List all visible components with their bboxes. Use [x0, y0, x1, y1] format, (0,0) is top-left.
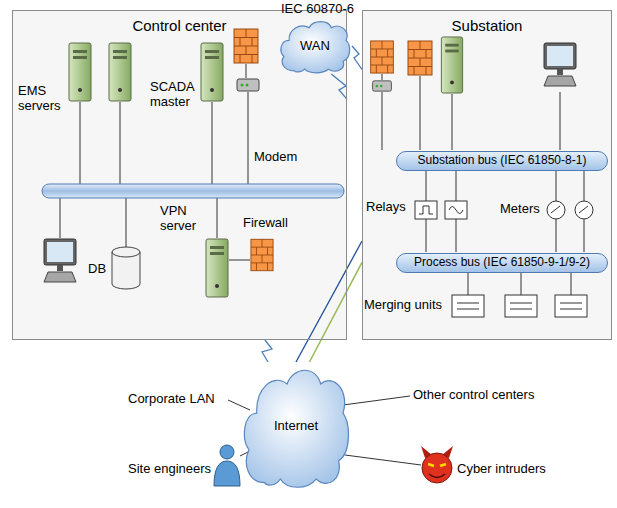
merging-unit-icons: [555, 295, 587, 317]
control-bus-pipe: [42, 184, 344, 198]
relay-icons: [449, 207, 463, 214]
intruder-icon: [422, 453, 452, 483]
database-icon: [112, 247, 140, 289]
merging-unit-icons: [452, 295, 587, 317]
annotation-label: Other control centers: [413, 388, 534, 403]
merging-unit-icons: [452, 295, 484, 317]
relay-icons: [445, 201, 467, 219]
firewall-icons: [251, 239, 273, 270]
link-line: [309, 262, 362, 362]
relay-icons: [419, 206, 433, 214]
bus-band: Process bus (IEC 61850-9-1/9-2): [396, 253, 608, 273]
meter-icons: [547, 201, 565, 219]
firewall-icons: [371, 41, 394, 73]
server-icons: [69, 43, 91, 101]
leader-lines: [343, 396, 410, 405]
annotation-label: Merging units: [364, 298, 442, 313]
bus-band: Substation bus (IEC 61850-8-1): [396, 151, 608, 171]
annotation-label: EMS servers: [18, 84, 64, 114]
merging-unit-icons: [457, 303, 582, 309]
meter-icons: [575, 201, 593, 219]
workstation-icons: [544, 43, 576, 86]
meter-icons: [551, 206, 588, 213]
link-line: [331, 74, 347, 99]
leader-lines: [228, 400, 250, 410]
annotation-label: SCADA master: [150, 80, 198, 110]
firewall-icons: [408, 41, 432, 75]
control-bus-pipe: [42, 184, 344, 198]
cloud-outline: [281, 22, 350, 73]
annotation-label: VPN server: [160, 204, 204, 234]
node-label: Substation bus (IEC 61850-8-1): [418, 154, 587, 168]
link-line: [352, 46, 362, 69]
intruder-icon: [429, 474, 445, 478]
intruder-icon: [428, 464, 446, 466]
region-ground: [12, 10, 612, 340]
workstation-icons: [44, 239, 76, 282]
node-label: Internet: [274, 419, 318, 434]
annotation-label: Modem: [254, 150, 297, 165]
annotation-label: Corporate LAN: [128, 392, 215, 407]
network-cloud: WAN: [278, 18, 352, 74]
engineer-icon: [220, 445, 234, 459]
network-cloud: Internet: [240, 362, 352, 490]
cloud-outline: [244, 370, 348, 487]
server-icons: [201, 43, 223, 101]
node-label: Control center: [132, 17, 226, 34]
engineer-icon: [214, 445, 240, 486]
intruder-icon: [421, 446, 453, 483]
merging-unit-icons: [505, 295, 537, 317]
annotation-label: Relays: [366, 200, 406, 215]
modem-icons: [373, 81, 392, 91]
wires: [382, 74, 560, 150]
server-icons: [206, 239, 228, 297]
annotation-label: Site engineers: [128, 462, 211, 477]
wires: [468, 272, 571, 295]
annotation-label: Cyber intruders: [457, 462, 546, 477]
annotation-label: Firewall: [243, 216, 288, 231]
annotation-label: Meters: [500, 202, 540, 217]
annotation-label: IEC 60870-6: [281, 2, 354, 17]
relay-icons: [415, 201, 437, 219]
server-icons: [441, 37, 462, 93]
node-label: Process bus (IEC 61850-9-1/9-2): [414, 256, 590, 270]
node-label: WAN: [300, 39, 330, 54]
link-line: [262, 340, 272, 362]
link-line: [296, 241, 362, 362]
meter-icons: [547, 201, 593, 219]
annotation-label: DB: [88, 262, 106, 277]
relay-icons: [415, 201, 467, 219]
engineer-icon: [214, 461, 240, 486]
region-ground: [362, 10, 612, 340]
node-label: Substation: [452, 17, 523, 34]
modem-icons: [237, 79, 259, 91]
database-icon: [112, 247, 140, 289]
firewall-icons: [234, 29, 258, 63]
modem-icons: [237, 79, 391, 91]
server-icons: [109, 43, 131, 101]
region-box: SubstationSubstation bus (IEC 61850-8-1)…: [362, 10, 612, 340]
leader-lines: [345, 455, 421, 465]
